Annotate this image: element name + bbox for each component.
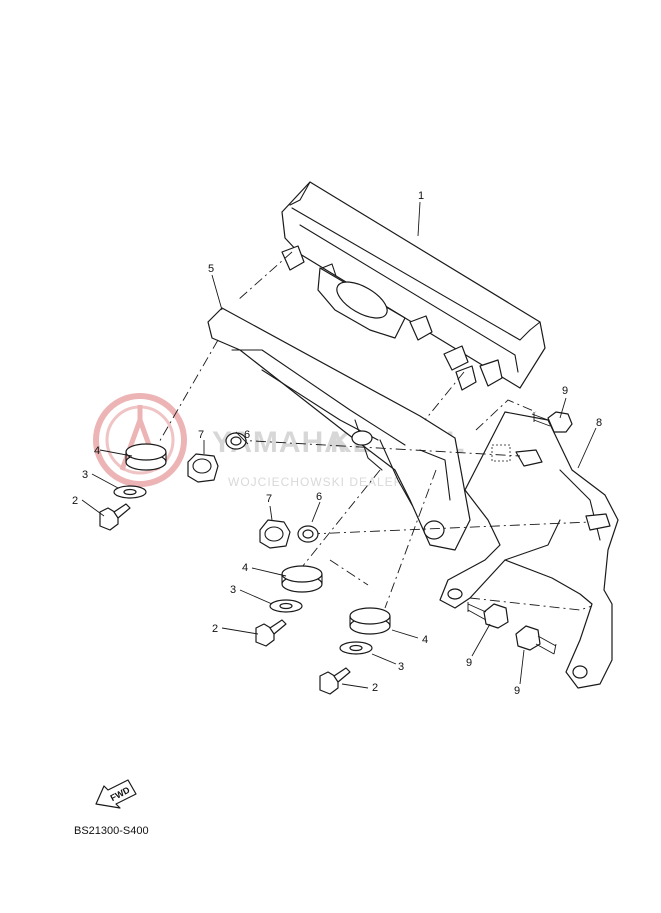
callout-4-center: 4: [242, 562, 248, 574]
bolt-bottom: [515, 625, 557, 655]
callout-3-left: 3: [82, 469, 88, 481]
callout-1: 1: [418, 190, 424, 202]
assembly-lines: [157, 251, 593, 611]
yamaha-tuning-fork-logo-icon: [93, 393, 187, 487]
callout-7-upper: 7: [198, 429, 204, 441]
callout-2-right: 2: [372, 682, 378, 694]
right-fastener-stack: [319, 607, 391, 695]
callout-4-left: 4: [94, 445, 100, 457]
leader-lines: [81, 201, 597, 689]
lower-nut-and-collar: [259, 519, 319, 549]
callout-5: 5: [208, 263, 214, 275]
meter-bracket: [439, 411, 619, 689]
callout-numbers: 1 5 4 3 2 7 6 7 6 4 3 2 4 3 2 8 9 9 9: [72, 190, 602, 697]
bolt-top: [531, 411, 573, 433]
callout-8: 8: [596, 417, 602, 429]
callout-2-center: 2: [212, 623, 218, 635]
left-fastener-stack: [99, 443, 167, 531]
callout-6-lower: 6: [316, 491, 322, 503]
bolt-mid: [467, 602, 509, 629]
meter-cover: [207, 307, 471, 551]
diagram-code: BS21300-S400: [74, 825, 149, 837]
callout-9-bottom: 9: [514, 685, 520, 697]
callout-9-mid: 9: [466, 657, 472, 669]
callout-3-right: 3: [398, 661, 404, 673]
callout-3-center: 3: [230, 584, 236, 596]
callout-4-right: 4: [422, 634, 428, 646]
callout-7-lower: 7: [266, 493, 272, 505]
meter-assembly: [281, 181, 546, 391]
callout-2-left: 2: [72, 495, 78, 507]
callout-6-upper: 6: [244, 429, 250, 441]
center-fastener-stack: [255, 565, 323, 647]
callout-9-top: 9: [562, 385, 568, 397]
fwd-arrow-icon: FWD: [95, 779, 137, 809]
